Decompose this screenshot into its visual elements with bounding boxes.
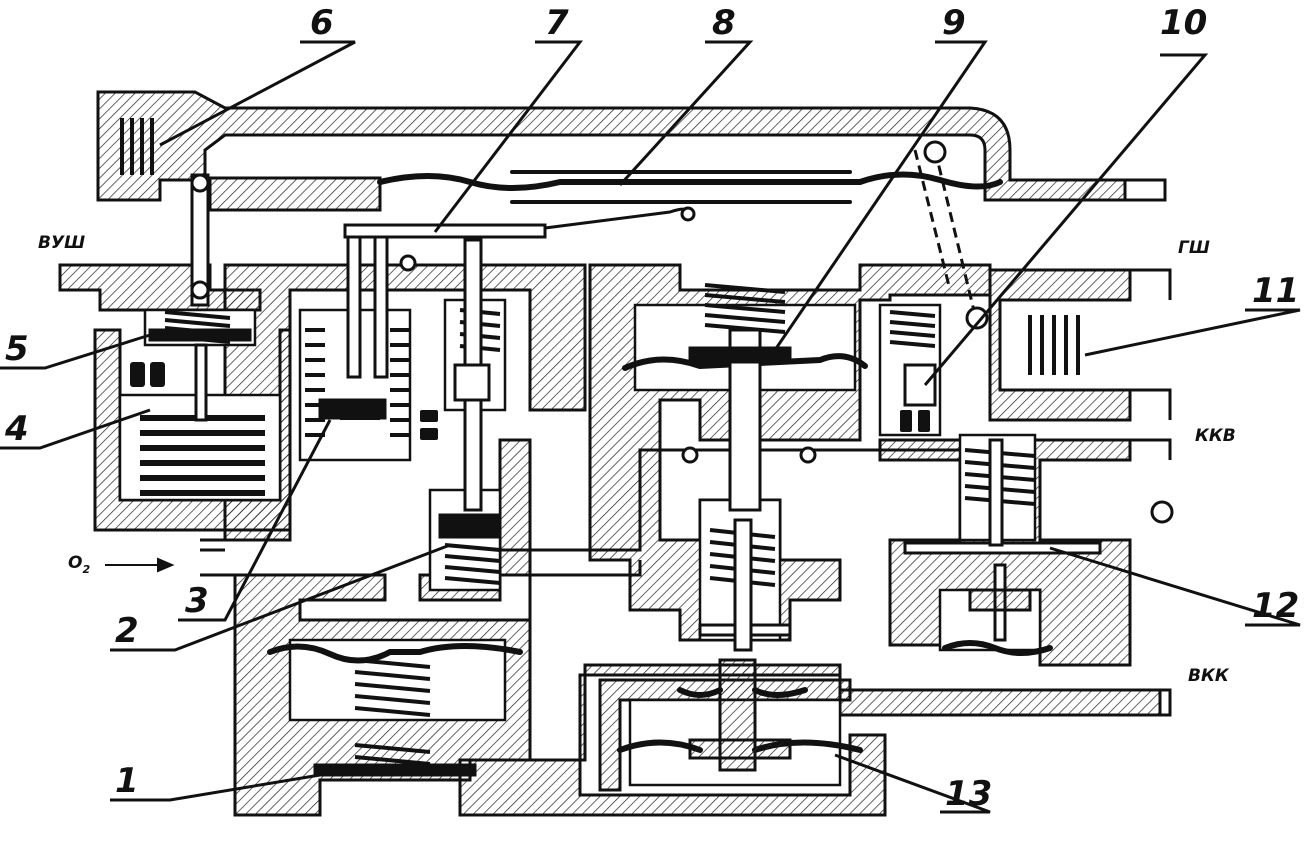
- plate-9: [688, 346, 792, 364]
- seals: [130, 362, 930, 440]
- diaphragm-8: [510, 170, 852, 204]
- callout-2: 2: [115, 611, 139, 651]
- leader-9: [773, 40, 988, 351]
- port-label-vkk: ВКК: [1188, 666, 1230, 686]
- diaphragm-lower-right: [942, 640, 1053, 656]
- plunger-center: [453, 363, 491, 402]
- callout-7: 7: [545, 3, 569, 43]
- port-label-vush: ВУШ: [38, 233, 85, 253]
- port-label-kkv: ККВ: [1195, 426, 1236, 446]
- rod-7-right: [373, 235, 389, 379]
- leader-4: [0, 408, 151, 450]
- lever-10b: [913, 149, 952, 291]
- leader-13: [834, 753, 991, 814]
- rod-7-left: [346, 235, 362, 379]
- callout-9: 9: [942, 3, 966, 43]
- diaphragm-top: [377, 171, 1003, 191]
- left-chamber-body: [93, 328, 292, 532]
- right-body: [988, 268, 1132, 422]
- spring-lower-left: [354, 658, 431, 766]
- leader-7: [433, 40, 584, 233]
- port-labels: ВУШ ГШ ККВ ВКК O2: [38, 233, 1236, 686]
- callout-13: 13: [945, 774, 992, 814]
- lever-10: [933, 149, 977, 316]
- diaphragm-lower-left: [267, 643, 523, 664]
- port-label-gsh: ГШ: [1178, 238, 1210, 258]
- callout-1: 1: [115, 761, 139, 801]
- plate-13: [688, 738, 792, 760]
- leader-11: [1084, 308, 1301, 357]
- diaphragm-9: [622, 353, 868, 371]
- plate-5: [148, 328, 252, 342]
- leader-8: [618, 40, 754, 187]
- o2-inlet-arrow: [105, 557, 175, 573]
- stem-12: [988, 438, 1004, 547]
- spring-2: [444, 543, 501, 585]
- callout-6: 6: [310, 3, 334, 43]
- spring-6: [120, 118, 154, 175]
- top-housing: [96, 90, 1127, 212]
- spring-5: [164, 310, 231, 344]
- port-label-o2-sub: 2: [82, 563, 90, 576]
- cap-lower-right: [968, 588, 1032, 612]
- lever-7-arm: [544, 207, 692, 230]
- callout-8: 8: [712, 3, 736, 43]
- callout-12: 12: [1252, 586, 1299, 626]
- callout-3: 3: [185, 581, 209, 621]
- spring-11: [1028, 315, 1080, 375]
- leader-2: [110, 543, 451, 652]
- plate-1: [313, 763, 477, 777]
- spring-bellows-left: [305, 328, 410, 437]
- leader-lines: [0, 40, 1301, 814]
- port-label-o2-main: O: [68, 553, 82, 573]
- callout-4: 4: [4, 409, 29, 449]
- diaphragm-13-upper: [677, 687, 808, 698]
- callout-5: 5: [5, 329, 29, 369]
- leader-10: [923, 53, 1209, 386]
- leader-3: [178, 419, 332, 622]
- pivots: [190, 140, 1174, 524]
- leader-6: [159, 40, 356, 147]
- leader-1: [110, 773, 321, 802]
- stem-center-mid: [733, 518, 753, 652]
- spring-center-9: [704, 283, 786, 334]
- callout-10: 10: [1160, 3, 1207, 43]
- plate-2: [438, 513, 502, 539]
- bottom-chamber-body: [598, 678, 852, 792]
- callout-numbers: 1 2 3 4 5 6 7 8 9 10 11 12 13: [4, 3, 1299, 814]
- callout-11: 11: [1252, 271, 1299, 311]
- leader-5: [0, 333, 151, 370]
- port-label-o2: O2: [68, 553, 90, 576]
- leader-12: [1049, 546, 1301, 627]
- port-channels: [200, 178, 1172, 717]
- stem-4: [194, 343, 208, 422]
- lever-7: [343, 223, 547, 239]
- valve-10-body: [903, 363, 937, 407]
- spring-10: [889, 310, 936, 348]
